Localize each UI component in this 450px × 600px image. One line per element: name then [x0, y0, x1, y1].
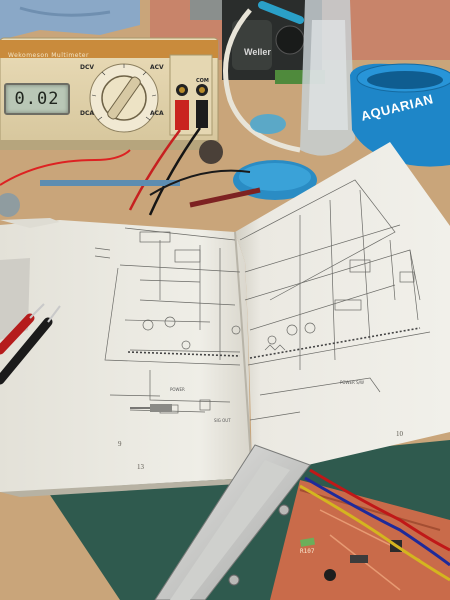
- mode-label-dcv: DCV: [80, 64, 95, 71]
- mode-label-dca: DCA: [80, 110, 95, 117]
- soldering-iron-cable: [223, 8, 301, 153]
- mode-label-com: COM: [196, 78, 209, 84]
- mode-label-acv: ACV: [150, 64, 164, 71]
- multimeter: [0, 37, 219, 150]
- manual-page-number-right: 10: [396, 430, 403, 438]
- plastic-bottle: [300, 0, 355, 156]
- manual-page-number-left: 9: [118, 440, 122, 448]
- temperature-knob: [275, 25, 305, 55]
- blue-tub: [350, 63, 450, 167]
- schematic-right: [239, 179, 431, 421]
- soldering-station-brand: Weller: [244, 47, 271, 57]
- manual-page-number-bottom: 13: [137, 463, 144, 471]
- blue-cloth: [0, 0, 140, 40]
- multimeter-brand-label: Wekomeson Multimeter: [8, 52, 89, 59]
- schematic-label-power-switch: POWER S/W: [340, 380, 364, 385]
- mode-label-aca: ACA: [150, 110, 164, 117]
- circuit-board: [270, 480, 450, 600]
- pcb-assembly: [154, 444, 450, 600]
- multimeter-display: 0.02: [4, 83, 70, 115]
- manual-left-page: [0, 220, 250, 492]
- service-manual: [0, 142, 450, 497]
- pcb-component-label: R107: [300, 548, 315, 555]
- test-probes: [0, 303, 61, 385]
- schematic-label-sig-out: SIG OUT: [214, 418, 231, 423]
- schematic-label-power: POWER: [170, 387, 185, 392]
